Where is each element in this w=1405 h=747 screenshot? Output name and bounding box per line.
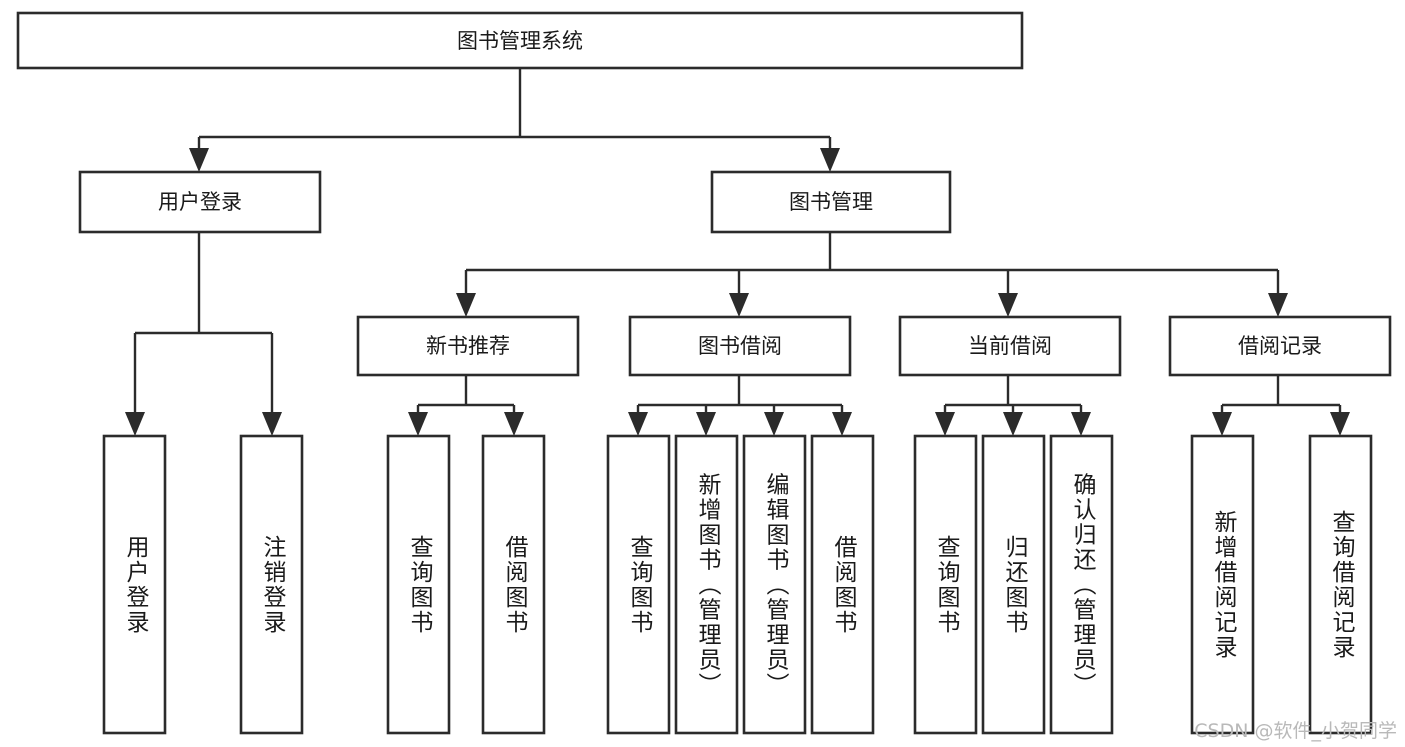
node-leaf-query-book-1-label: 查询图书	[406, 535, 434, 635]
node-leaf-borrow-book-2[interactable]: 借阅图书	[810, 434, 875, 735]
arrow-head-leaf-borrow-book-2	[832, 412, 852, 436]
arrow-head-leaf-add-record	[1212, 412, 1232, 436]
node-leaf-query-book-1[interactable]: 查询图书	[386, 434, 451, 735]
node-book-borrow[interactable]: 图书借阅	[628, 315, 852, 377]
arrow-head-leaf-user-login	[125, 412, 145, 436]
node-leaf-add-book-label: 新增图书（管理员）	[694, 473, 722, 698]
node-new-book-recommend-label: 新书推荐	[426, 334, 510, 358]
node-leaf-user-login-label: 用户登录	[122, 535, 150, 635]
node-leaf-query-record[interactable]: 查询借阅记录	[1308, 434, 1373, 735]
node-borrow-record-label: 借阅记录	[1238, 334, 1322, 358]
node-borrow-record-box[interactable]	[1168, 315, 1392, 377]
arrow-head-current-borrow	[998, 293, 1018, 317]
connectors-layer	[125, 68, 1350, 436]
node-book-borrow-label: 图书借阅	[698, 334, 782, 358]
node-leaf-query-book-1-box[interactable]	[386, 434, 451, 735]
node-leaf-query-book-3-box[interactable]	[913, 434, 978, 735]
arrow-head-leaf-confirm-return	[1071, 412, 1091, 436]
node-leaf-edit-book-box[interactable]	[742, 434, 807, 735]
arrow-head-leaf-edit-book	[764, 412, 784, 436]
node-leaf-return-book-box[interactable]	[981, 434, 1046, 735]
node-leaf-borrow-book-1-box[interactable]	[481, 434, 546, 735]
arrow-head-leaf-borrow-book-1	[504, 412, 524, 436]
node-leaf-user-logout[interactable]: 注销登录	[239, 434, 304, 735]
node-leaf-add-record[interactable]: 新增借阅记录	[1190, 434, 1255, 735]
arrow-head-book-manage	[820, 148, 840, 172]
arrow-head-leaf-query-book-3	[935, 412, 955, 436]
node-new-book-recommend-box[interactable]	[356, 315, 580, 377]
arrow-head-leaf-query-record	[1330, 412, 1350, 436]
node-leaf-confirm-return-label: 确认归还（管理员）	[1069, 473, 1097, 698]
arrow-head-user-login	[189, 148, 209, 172]
node-leaf-borrow-book-1[interactable]: 借阅图书	[481, 434, 546, 735]
node-leaf-edit-book-label: 编辑图书（管理员）	[762, 473, 790, 698]
node-leaf-confirm-return[interactable]: 确认归还（管理员）	[1049, 434, 1114, 735]
node-new-book-recommend[interactable]: 新书推荐	[356, 315, 580, 377]
node-leaf-borrow-book-2-box[interactable]	[810, 434, 875, 735]
node-book-manage[interactable]: 图书管理	[710, 170, 952, 234]
node-leaf-query-record-box[interactable]	[1308, 434, 1373, 735]
node-leaf-query-book-3[interactable]: 查询图书	[913, 434, 978, 735]
node-root-label: 图书管理系统	[457, 29, 583, 53]
arrow-head-leaf-query-book-1	[408, 412, 428, 436]
node-leaf-query-book-2[interactable]: 查询图书	[606, 434, 671, 735]
node-leaf-return-book-label: 归还图书	[1001, 535, 1029, 635]
node-root[interactable]: 图书管理系统	[16, 11, 1024, 70]
node-leaf-user-login-box[interactable]	[102, 434, 167, 735]
node-book-manage-label: 图书管理	[789, 190, 873, 214]
arrow-head-borrow-record	[1268, 293, 1288, 317]
node-leaf-edit-book[interactable]: 编辑图书（管理员）	[742, 434, 807, 735]
arrow-head-leaf-user-logout	[262, 412, 282, 436]
arrow-head-new-book-recommend	[456, 293, 476, 317]
node-leaf-borrow-book-2-label: 借阅图书	[830, 535, 858, 635]
node-leaf-confirm-return-box[interactable]	[1049, 434, 1114, 735]
arrow-head-book-borrow	[729, 293, 749, 317]
node-leaf-query-book-2-box[interactable]	[606, 434, 671, 735]
node-user-login-label: 用户登录	[158, 190, 242, 214]
node-root-box[interactable]	[16, 11, 1024, 70]
node-leaf-user-login[interactable]: 用户登录	[102, 434, 167, 735]
arrow-head-leaf-query-book-2	[628, 412, 648, 436]
node-leaf-return-book[interactable]: 归还图书	[981, 434, 1046, 735]
node-leaf-add-record-label: 新增借阅记录	[1210, 510, 1238, 660]
node-current-borrow-label: 当前借阅	[968, 334, 1052, 358]
node-leaf-add-record-box[interactable]	[1190, 434, 1255, 735]
node-user-login[interactable]: 用户登录	[78, 170, 322, 234]
node-current-borrow[interactable]: 当前借阅	[898, 315, 1122, 377]
node-leaf-query-book-2-label: 查询图书	[626, 535, 654, 635]
node-leaf-user-logout-box[interactable]	[239, 434, 304, 735]
node-user-login-box[interactable]	[78, 170, 322, 234]
arrow-head-leaf-add-book	[696, 412, 716, 436]
node-leaf-add-book[interactable]: 新增图书（管理员）	[674, 434, 739, 735]
node-current-borrow-box[interactable]	[898, 315, 1122, 377]
node-leaf-user-logout-label: 注销登录	[259, 535, 287, 635]
node-borrow-record[interactable]: 借阅记录	[1168, 315, 1392, 377]
node-book-borrow-box[interactable]	[628, 315, 852, 377]
node-book-manage-box[interactable]	[710, 170, 952, 234]
node-leaf-query-record-label: 查询借阅记录	[1328, 510, 1356, 660]
node-leaf-borrow-book-1-label: 借阅图书	[501, 535, 529, 635]
node-leaf-query-book-3-label: 查询图书	[933, 535, 961, 635]
node-leaf-add-book-box[interactable]	[674, 434, 739, 735]
arrow-head-leaf-return-book	[1003, 412, 1023, 436]
